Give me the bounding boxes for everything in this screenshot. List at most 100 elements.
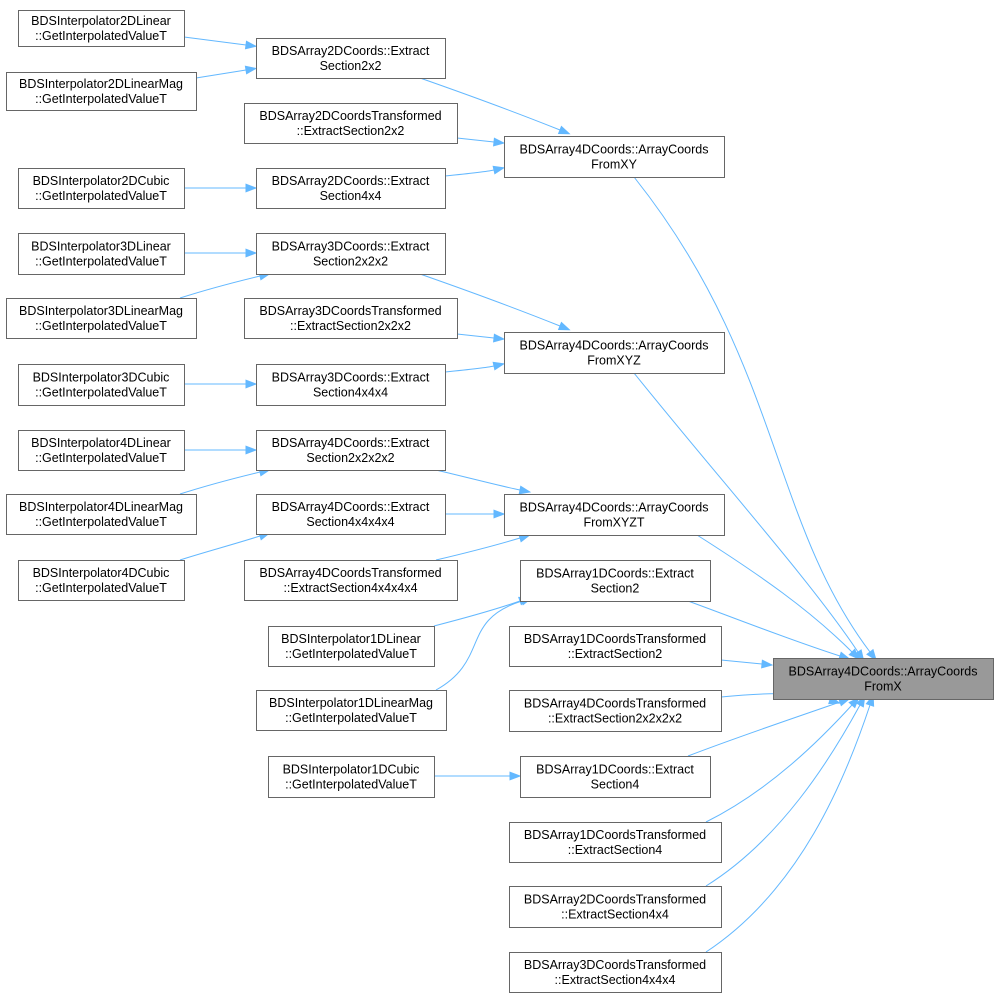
node-label-line-2: Section2x2	[320, 59, 382, 73]
edge-line	[696, 534, 853, 653]
node-label-line-1: BDSInterpolator2DLinear	[31, 14, 171, 28]
arrow-head-icon	[245, 183, 258, 193]
node-box	[256, 38, 446, 79]
node-label-line-1: BDSArray4DCoords::ArrayCoords	[520, 501, 709, 515]
node-box	[6, 298, 197, 339]
arrow-head-icon	[492, 361, 506, 371]
node-label-line-1: BDSArray4DCoords::ArrayCoords	[520, 143, 709, 157]
edge-line	[705, 704, 861, 887]
edge-line	[183, 36, 247, 46]
edge-i3dc-to-a3e444	[184, 379, 258, 389]
node-label-line-1: BDSInterpolator1DCubic	[283, 763, 420, 777]
node-label-line-2: Section2x2x2x2	[306, 451, 394, 465]
node-label-line-2: Section2	[591, 582, 640, 596]
node-i4dlm[interactable]: BDSInterpolator4DLinearMag::GetInterpola…	[6, 494, 197, 535]
node-a4e2222[interactable]: BDSArray4DCoords::ExtractSection2x2x2x2	[256, 430, 446, 471]
node-label-line-2: ::ExtractSection4x4x4x4	[283, 581, 417, 595]
arrow-head-icon	[557, 125, 571, 135]
node-label-line-2: ::GetInterpolatedValueT	[35, 451, 167, 465]
edge-line	[705, 704, 871, 953]
node-box	[244, 298, 458, 339]
edge-fxyz-to-root	[633, 372, 865, 662]
node-a2t22[interactable]: BDSArray2DCoordsTransformed::ExtractSect…	[244, 103, 458, 144]
edge-line	[179, 535, 261, 561]
edge-i1dl-to-a1e2	[433, 596, 531, 627]
node-label-line-2: Section4	[591, 778, 640, 792]
node-label-line-2: ::GetInterpolatedValueT	[35, 92, 167, 106]
node-a2e22[interactable]: BDSArray2DCoords::ExtractSection2x2	[256, 38, 446, 79]
node-i3dlm[interactable]: BDSInterpolator3DLinearMag::GetInterpola…	[6, 298, 197, 339]
node-label-line-1: BDSArray4DCoordsTransformed	[524, 697, 706, 711]
edge-line	[444, 365, 495, 373]
node-label-line-1: BDSArray2DCoords::Extract	[272, 174, 430, 188]
node-label-line-2: ::GetInterpolatedValueT	[285, 778, 417, 792]
node-label-line-2: ::GetInterpolatedValueT	[35, 581, 167, 595]
node-box	[504, 332, 725, 374]
arrow-head-icon	[245, 379, 258, 389]
node-i1dc[interactable]: BDSInterpolator1DCubic::GetInterpolatedV…	[268, 756, 435, 798]
node-label-line-2: ::GetInterpolatedValueT	[35, 386, 167, 400]
edge-line	[687, 600, 841, 657]
node-label-line-2: Section4x4	[320, 189, 382, 203]
node-label-line-2: FromXY	[591, 158, 638, 172]
node-label-line-2: ::ExtractSection2x2x2x2	[548, 712, 682, 726]
edge-line	[633, 372, 859, 653]
node-label-line-1: BDSArray3DCoordsTransformed	[259, 304, 441, 318]
node-label-line-1: BDSArray1DCoordsTransformed	[524, 632, 706, 646]
node-box	[18, 430, 185, 471]
node-a3t444[interactable]: BDSArray3DCoordsTransformed::ExtractSect…	[509, 952, 722, 993]
node-i2dl[interactable]: BDSInterpolator2DLinear::GetInterpolated…	[18, 10, 185, 47]
edge-line	[195, 69, 247, 79]
edge-a3e222-to-fxyz	[419, 273, 571, 331]
edge-a1t4-to-root	[705, 696, 860, 823]
node-label-line-1: BDSArray3DCoords::Extract	[272, 240, 430, 254]
node-a4e4444[interactable]: BDSArray4DCoords::ExtractSection4x4x4x4	[256, 494, 446, 535]
arrow-head-icon	[518, 485, 532, 495]
node-label-line-2: ::GetInterpolatedValueT	[35, 29, 167, 43]
node-a1e4[interactable]: BDSArray1DCoords::ExtractSection4	[520, 756, 711, 798]
node-box	[6, 72, 197, 111]
arrow-head-icon	[493, 137, 506, 147]
node-a2e44[interactable]: BDSArray2DCoords::ExtractSection4x4	[256, 168, 446, 209]
edge-a3e444-to-fxyz	[444, 361, 506, 373]
node-box	[509, 886, 722, 928]
node-a3e444[interactable]: BDSArray3DCoords::ExtractSection4x4x4	[256, 364, 446, 406]
node-label-line-2: ::ExtractSection4x4	[561, 908, 669, 922]
node-label-line-1: BDSArray4DCoords::Extract	[272, 436, 430, 450]
edge-a1t2-to-root	[720, 659, 774, 669]
node-a4t4444[interactable]: BDSArray4DCoordsTransformed::ExtractSect…	[244, 560, 458, 601]
node-a1t4[interactable]: BDSArray1DCoordsTransformed::ExtractSect…	[509, 822, 722, 863]
node-box	[773, 658, 994, 700]
node-a1t2[interactable]: BDSArray1DCoordsTransformed::ExtractSect…	[509, 626, 722, 667]
node-i1dlm[interactable]: BDSInterpolator1DLinearMag::GetInterpola…	[256, 690, 447, 731]
node-i3dl[interactable]: BDSInterpolator3DLinear::GetInterpolated…	[18, 233, 185, 275]
edge-line	[435, 537, 521, 561]
node-a2t44[interactable]: BDSArray2DCoordsTransformed::ExtractSect…	[509, 886, 722, 928]
node-i3dc[interactable]: BDSInterpolator3DCubic::GetInterpolatedV…	[18, 364, 185, 406]
edge-line	[419, 273, 561, 327]
node-a3e222[interactable]: BDSArray3DCoords::ExtractSection2x2x2	[256, 233, 446, 275]
node-a4t2222[interactable]: BDSArray4DCoordsTransformed::ExtractSect…	[509, 690, 722, 732]
node-i4dl[interactable]: BDSInterpolator4DLinear::GetInterpolated…	[18, 430, 185, 471]
node-i4dc[interactable]: BDSInterpolator4DCubic::GetInterpolatedV…	[18, 560, 185, 601]
edge-i1dc-to-a1e4	[434, 771, 522, 781]
node-box	[509, 690, 722, 732]
edge-line	[687, 701, 841, 757]
node-i1dl[interactable]: BDSInterpolator1DLinear::GetInterpolated…	[268, 626, 435, 667]
node-label-line-2: ::GetInterpolatedValueT	[285, 711, 417, 725]
arrow-head-icon	[866, 648, 877, 662]
node-i2dlm[interactable]: BDSInterpolator2DLinearMag::GetInterpola…	[6, 72, 197, 111]
node-i2dc[interactable]: BDSInterpolator2DCubic::GetInterpolatedV…	[18, 168, 185, 209]
edge-line	[433, 600, 521, 627]
node-label-line-1: BDSInterpolator3DCubic	[33, 371, 170, 385]
edge-i4dl-to-a4e2222	[184, 445, 258, 455]
edge-line	[179, 275, 261, 299]
edge-line	[705, 704, 853, 823]
node-a3t222[interactable]: BDSArray3DCoordsTransformed::ExtractSect…	[244, 298, 458, 339]
node-a1e2[interactable]: BDSArray1DCoords::ExtractSection2	[520, 560, 711, 602]
